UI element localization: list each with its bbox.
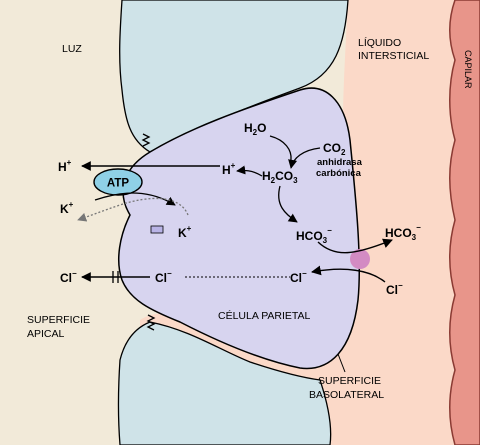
co2-molecule: CO2 — [323, 141, 346, 157]
k-uptake-arrow — [94, 192, 176, 206]
cl-ion-interstitial: Cl− — [386, 281, 403, 297]
atp-label: ATP — [107, 178, 129, 190]
h2co3-to-h-arrow — [236, 165, 263, 177]
apical-label-line1: SUPERFICIE — [27, 314, 90, 326]
co2-arrow — [288, 147, 321, 169]
cell-label: CÉLULA PARIETAL — [218, 309, 311, 322]
basolateral-label-line1: SUPERFICIE — [318, 375, 381, 387]
hco3-ion-cell: HCO3− — [296, 226, 332, 245]
hco3-exit-arrow — [317, 238, 393, 254]
atp-pump — [93, 168, 143, 196]
capillary-region — [449, 0, 480, 445]
apical-label-line2: APICAL — [27, 328, 65, 340]
capillary-label: CAPILAR — [463, 50, 473, 89]
k-channel-dotted-arrow — [77, 197, 189, 222]
interstitial-label-line1: LÍQUIDO — [358, 36, 401, 49]
upper-tight-junction — [141, 133, 151, 147]
enzyme-label-line1: anhidrasa — [317, 157, 363, 168]
k-channel — [150, 225, 164, 234]
h2o-arrow — [269, 135, 292, 161]
h2co3-molecule: H2CO3 — [262, 169, 298, 185]
cl-ion-lumen: Cl− — [60, 269, 77, 285]
lower-neighbor-cell — [117, 321, 332, 445]
k-ion-lumen: K+ — [60, 200, 74, 216]
k-ion-cell: K+ — [178, 224, 192, 240]
h-ion-cell: H+ — [222, 161, 236, 177]
basolateral-label-line2: BASOLATERAL — [309, 389, 384, 401]
interstitial-label-line2: INTERSTICIAL — [358, 50, 429, 62]
cl-ion-cell-basal: Cl− — [290, 269, 307, 285]
enzyme-label-line2: carbónica — [316, 168, 362, 179]
h2co3-to-hco3-arrow — [278, 185, 298, 223]
hco3-ion-interstitial: HCO3− — [385, 223, 421, 242]
parietal-cell — [117, 87, 361, 370]
cl-ion-cell-apical: Cl− — [155, 269, 172, 285]
h-ion-lumen: H+ — [58, 158, 72, 174]
basolateral-pointer — [337, 353, 346, 373]
lumen-label: LUZ — [62, 43, 82, 55]
h2o-molecule: H2O — [244, 121, 266, 137]
lower-tight-junction — [146, 314, 156, 331]
cl-hco3-exchanger — [350, 249, 370, 269]
cl-entry-arrow — [311, 265, 386, 283]
